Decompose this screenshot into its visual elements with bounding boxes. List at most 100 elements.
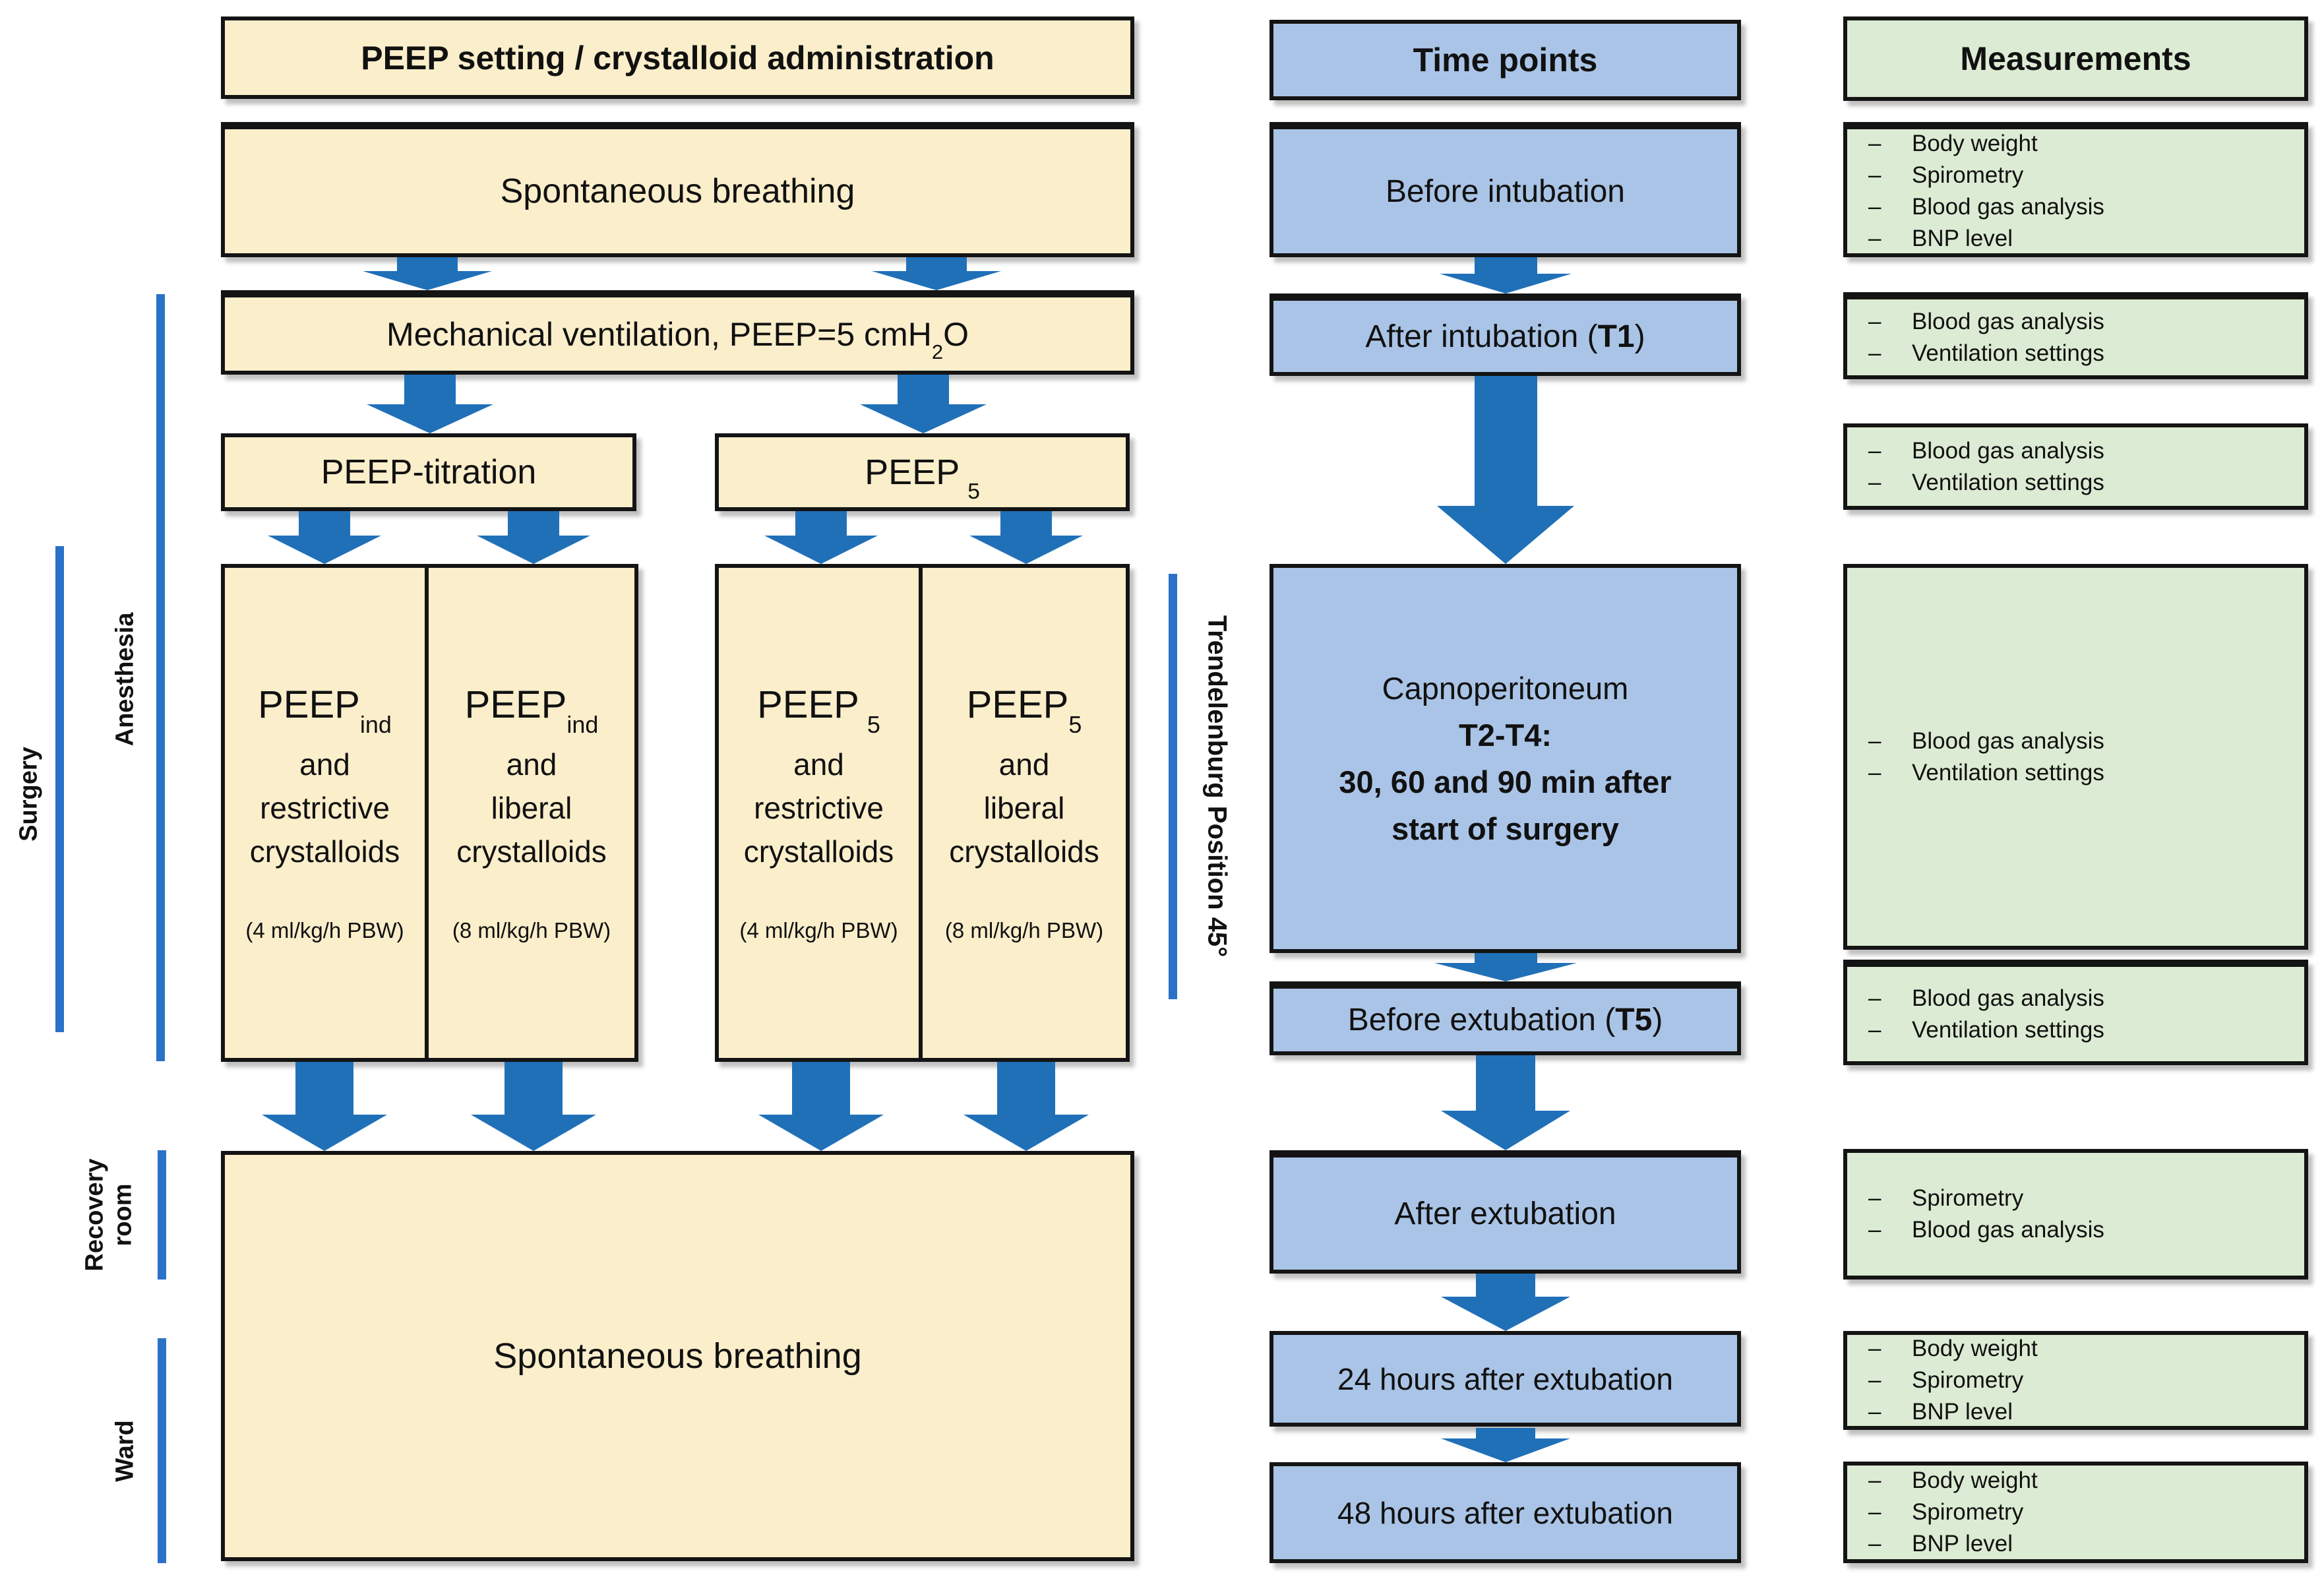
arm-peepind-liberal-box: PEEPind and liberal crystalloids (8 ml/k… [429,564,638,1062]
arm-conjunction: and [506,747,557,782]
arm-fluid-type: liberal [983,791,1065,825]
down-arrow [1441,1055,1570,1150]
arm-peepind-restrictive-box: PEEPind and restrictive crystalloids (4 … [221,564,429,1062]
peep-titration-label: PEEP-titration [321,453,537,491]
measurement-item: –Blood gas analysis [1868,194,2104,220]
time-points-header: Time points [1269,20,1741,100]
measurements-box-7: –Body weight –Spirometry –BNP level [1843,1331,2308,1430]
time-points-header-label: Time points [1413,42,1598,78]
measurements-box-3: –Blood gas analysis –Ventilation setting… [1843,423,2308,510]
down-arrow [963,1062,1089,1151]
measurement-item: –Body weight [1868,1467,2038,1493]
measurement-item: –Blood gas analysis [1868,1217,2104,1243]
left-column-header-label: PEEP setting / crystalloid administratio… [361,39,994,77]
measurement-item: –Blood gas analysis [1868,727,2104,754]
spontaneous-breathing-top-label: Spontaneous breathing [500,172,855,210]
ward-phase-line [158,1338,166,1563]
surgery-phase-label: Surgery [15,747,43,842]
down-arrow [758,1062,884,1151]
after-extubation-box: After extubation [1269,1150,1741,1274]
measurements-box-5: –Blood gas analysis –Ventilation setting… [1843,960,2308,1065]
measurement-item: –Body weight [1868,131,2038,156]
measurement-item: –Spirometry [1868,1367,2024,1393]
measurement-item: –BNP level [1868,1531,2013,1557]
arm-rate: (4 ml/kg/h PBW) [739,918,898,942]
measurements-box-6: –Spirometry –Blood gas analysis [1843,1149,2308,1280]
arm-rate: (8 ml/kg/h PBW) [452,918,611,942]
measurement-item: –Ventilation settings [1868,759,2104,786]
h24-after-extubation-box: 24 hours after extubation [1269,1331,1741,1427]
recovery-room-phase-label: Recovery room [80,1158,137,1272]
measurements-box-8: –Body weight –Spirometry –BNP level [1843,1462,2308,1563]
measurement-item: –Ventilation settings [1868,340,2104,366]
after-extubation-label: After extubation [1394,1196,1616,1231]
down-arrow [262,1062,387,1151]
measurement-item: –Blood gas analysis [1868,308,2104,334]
capno-schedule-label: 30, 60 and 90 min after [1339,764,1672,799]
surgery-phase-line [55,546,64,1032]
measurement-item: –Spirometry [1868,162,2024,188]
h48-after-extubation-box: 48 hours after extubation [1269,1462,1741,1563]
trendelenburg-label: Trendelenburg Position 45° [1202,615,1232,958]
arm-fluid-noun: crystalloids [949,834,1099,869]
arm-rate: (4 ml/kg/h PBW) [245,918,404,942]
down-arrow [764,511,878,564]
capno-timepoints-label: T2-T4: [1459,718,1552,753]
measurements-header: Measurements [1843,16,2308,101]
arm-peep5-liberal-box: PEEP5 and liberal crystalloids (8 ml/kg/… [923,564,1130,1062]
arm-fluid-noun: crystalloids [743,834,894,869]
arm-fluid-noun: crystalloids [249,834,400,869]
left-column-header: PEEP setting / crystalloid administratio… [221,16,1134,99]
ward-phase-label: Ward [111,1420,139,1482]
measurement-item: –Blood gas analysis [1868,985,2104,1011]
before-extubation-label: Before extubation (T5) [1347,1003,1663,1037]
arm-peep-label: PEEPind [258,683,392,739]
after-intubation-label: After intubation (T1) [1365,319,1645,354]
measurement-item: –BNP level [1868,226,2013,251]
arm-rate: (8 ml/kg/h PBW) [944,918,1104,942]
arm-conjunction: and [299,747,350,782]
measurements-box-1: –Body weight –Spirometry –Blood gas anal… [1843,122,2308,257]
before-extubation-box: Before extubation (T5) [1269,981,1741,1055]
down-arrow [1434,953,1577,981]
anesthesia-phase-line [156,294,165,1061]
arm-fluid-type: liberal [491,791,572,825]
down-arrow [1441,1274,1570,1331]
down-arrow [1441,1428,1570,1462]
arm-peep-label: PEEPind [464,683,599,739]
mechanical-ventilation-box: Mechanical ventilation, PEEP=5 cmH2O [221,290,1134,375]
spontaneous-breathing-bottom-box: Spontaneous breathing [221,1151,1134,1561]
down-arrow [367,375,493,433]
measurement-item: –Ventilation settings [1868,469,2104,495]
capnoperitoneum-box: Capnoperitoneum T2-T4: 30, 60 and 90 min… [1269,564,1741,953]
arm-peep-label: PEEP5 [966,683,1082,739]
capno-schedule-label2: start of surgery [1391,811,1619,846]
after-intubation-box: After intubation (T1) [1269,293,1741,376]
down-arrow-large [1437,376,1574,564]
arm-fluid-type: restrictive [754,791,884,825]
measurement-item: –Body weight [1868,1336,2038,1361]
measurements-header-label: Measurements [1960,40,2191,77]
trendelenburg-line [1169,574,1177,999]
capnoperitoneum-label: Capnoperitoneum [1382,671,1629,706]
measurement-item: –Ventilation settings [1868,1016,2104,1043]
measurement-item: –BNP level [1868,1399,2013,1425]
down-arrow [1440,257,1572,293]
down-arrow [477,511,590,564]
measurements-box-2: –Blood gas analysis –Ventilation setting… [1843,292,2308,379]
down-arrow [471,1062,596,1151]
h48-after-extubation-label: 48 hours after extubation [1337,1495,1673,1530]
measurement-item: –Spirometry [1868,1499,2024,1525]
down-arrow [969,511,1083,564]
arm-conjunction: and [998,747,1050,782]
down-arrow [363,257,492,290]
down-arrow [872,257,1001,290]
measurement-item: –Blood gas analysis [1868,437,2104,464]
arm-fluid-noun: crystalloids [456,834,607,869]
h24-after-extubation-label: 24 hours after extubation [1337,1361,1673,1396]
spontaneous-breathing-top-box: Spontaneous breathing [221,122,1134,257]
